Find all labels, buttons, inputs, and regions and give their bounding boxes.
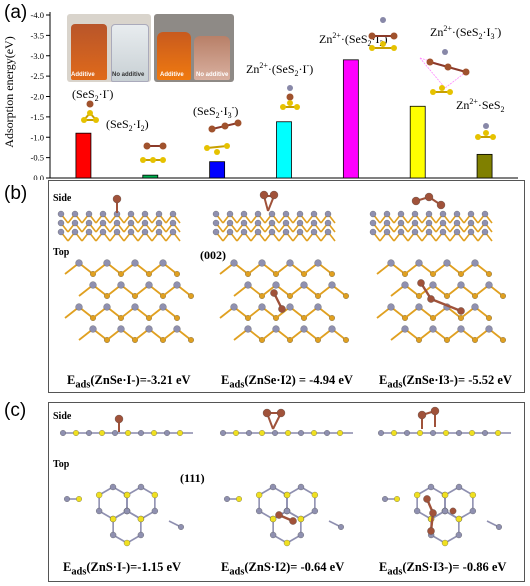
molecule-sketch-3 (204, 119, 242, 155)
panel-a-letter: (a) (4, 2, 28, 23)
molecule-sketch-6 (419, 49, 470, 95)
adsorption-bar-chart: 0.0 -0.5 -1.0 -1.5 -2.0 -2.5 -3.0 -3.5 -4.0 Adso… (2, 10, 518, 180)
panel-b-energy-1: Eads(ZnSe·I-)=-3.21 eV (67, 373, 191, 391)
zns-structure-illustration (60, 406, 511, 547)
y-tick-label: -1.5 (31, 112, 44, 122)
panel-c-side-label: Side (53, 411, 72, 422)
panel-c-letter: (c) (4, 400, 27, 421)
y-tick-label: -1.0 (31, 132, 44, 142)
chart-ticks: 0.0 -0.5 -1.0 -1.5 -2.0 -2.5 -3.0 -3.5 -4.0 (31, 10, 50, 180)
y-tick-label: 0.0 (33, 173, 44, 180)
y-tick-label: -3.5 (31, 30, 44, 40)
y-tick-label: -0.5 (31, 153, 44, 163)
panel-c-top-label: Top (53, 459, 70, 470)
vial-photo-1-label-no-additive: No additive (112, 72, 145, 78)
vial-photo-2: Additive No additive (154, 14, 234, 82)
vial-photo-1: Additive No additive (67, 14, 151, 82)
y-axis-label: Adsorption energy(eV) (2, 36, 16, 147)
zns-slab-1 (60, 414, 193, 547)
bar-3 (209, 161, 226, 179)
vial-photo-1-label-additive: Additive (71, 72, 95, 78)
category-label-1: (SeS2·I-) (72, 86, 113, 103)
y-tick-label: -4.0 (31, 10, 44, 20)
panel-b-energy-2: Eads(ZnSe·I2) = -4.94 eV (221, 373, 353, 391)
y-tick-label: -3.0 (31, 51, 44, 61)
panel-b-side-label: Side (53, 193, 72, 204)
panel-b-letter: (b) (4, 183, 28, 204)
y-tick-label: -2.0 (31, 92, 44, 102)
category-label-5: Zn2+·(SeS2·I2) (319, 31, 388, 48)
bar-7 (476, 153, 493, 179)
category-label-4: Zn2+·(SeS2·I-) (246, 61, 313, 78)
molecule-sketch-2 (140, 142, 167, 163)
panel-b-energy-3: Eads(ZnSe·I3-)= -5.52 eV (379, 373, 512, 391)
panel-c-energy-3: Eads(ZnS·I3-)= -0.86 eV (379, 560, 507, 578)
category-label-3: (SeS2·I3-) (193, 103, 238, 120)
bar-1 (75, 132, 92, 179)
panel-c-energy-2: Eads(ZnS·I2)= -0.64 eV (221, 560, 345, 578)
znse-slab-1 (57, 194, 194, 343)
vial-photo-2-label-additive: Additive (160, 72, 184, 78)
category-label-2: (SeS2·I2) (106, 117, 149, 133)
molecule-sketch-1 (81, 100, 99, 123)
panel-b-top-label: Top (53, 247, 70, 258)
zns-slab-2 (220, 408, 353, 547)
panel-b-facet-label: (002) (200, 248, 226, 262)
panel-c-frame: Side Top (111) Eads(ZnS·I-)=-1.15 eV Ead… (48, 402, 525, 582)
bar-6 (409, 105, 426, 179)
bar-5 (342, 59, 359, 179)
chart-bars (75, 59, 493, 179)
molecule-sketch-4 (280, 85, 300, 110)
panel-c-energy-1: Eads(ZnS·I-)=-1.15 eV (63, 560, 182, 578)
panel-c-facet-label: (111) (180, 471, 205, 485)
panel-b-frame: Side Top (002) Eads(ZnSe·I-)=-3.21 eV Ea… (48, 180, 525, 393)
znse-slab-3 (369, 192, 506, 343)
bar-4 (276, 121, 292, 179)
znse-structure-illustration (57, 190, 506, 343)
molecule-sketch-7 (475, 123, 496, 140)
category-label-6: Zn2+·(SeS2·I3-) (430, 24, 501, 41)
znse-slab-2 (212, 190, 349, 343)
vial-photo-2-label-no-additive: No additive (196, 72, 229, 78)
y-tick-label: -2.5 (31, 71, 44, 81)
category-label-7: Zn2+·SeS2 (456, 97, 505, 114)
zns-slab-3 (378, 406, 511, 547)
bar-2 (142, 174, 159, 179)
molecule-sketch-5 (368, 17, 398, 51)
